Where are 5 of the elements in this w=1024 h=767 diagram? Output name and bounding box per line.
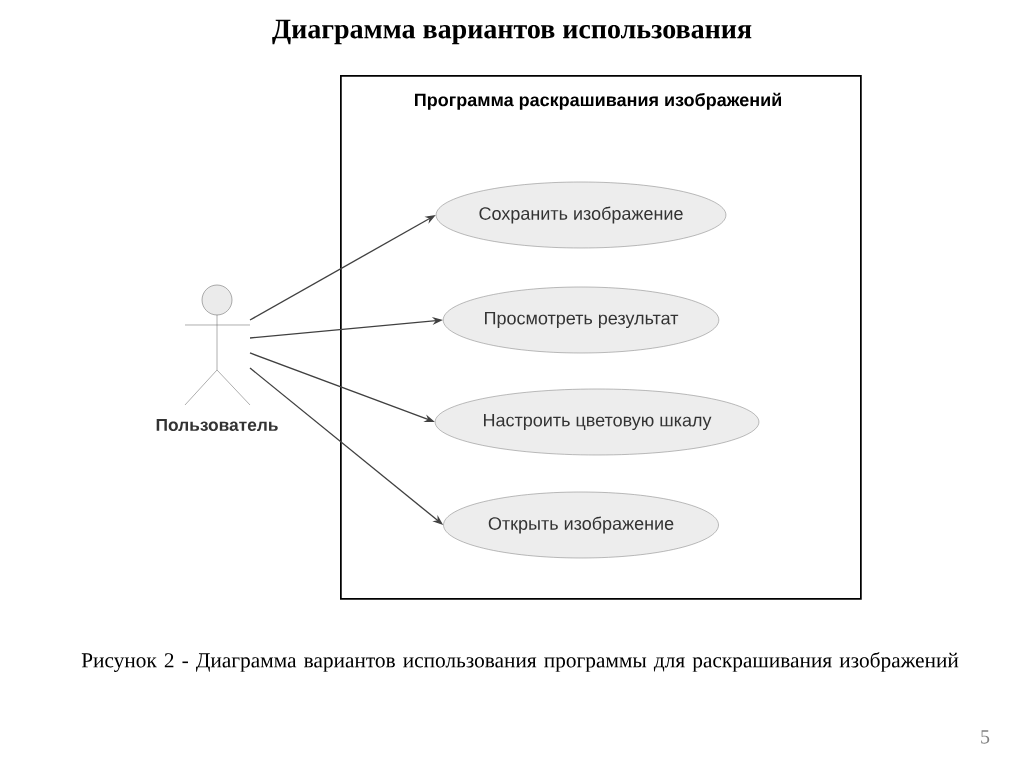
actor: Пользователь <box>156 284 278 432</box>
node-label: Пользователь <box>156 418 278 432</box>
page-number: 5 <box>981 730 990 744</box>
title: Диаграмма вариантов использования <box>272 19 752 45</box>
caption: Рисунок 2 - Диаграмма вариантов использования программы для раскрашивания изображений <box>81 652 959 672</box>
